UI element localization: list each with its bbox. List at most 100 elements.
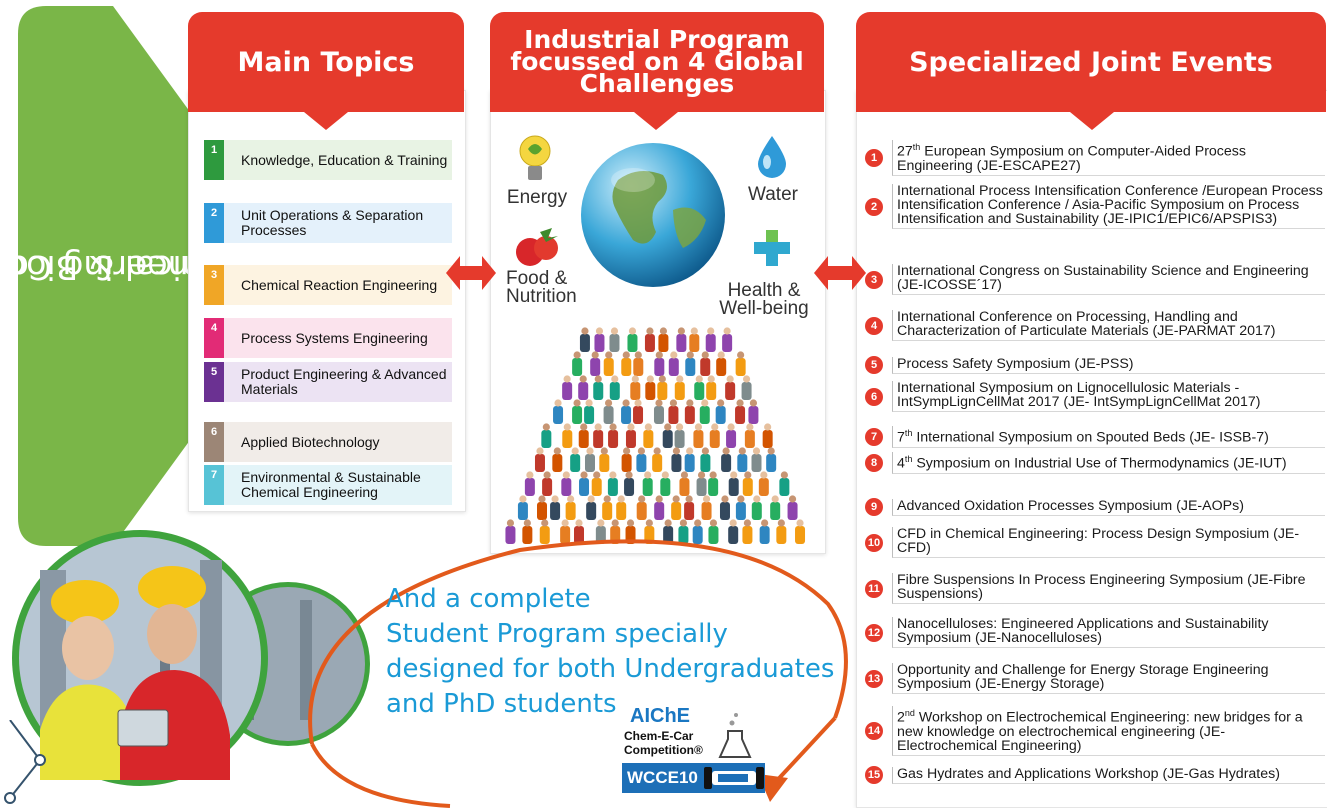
crowd-person xyxy=(735,502,746,520)
crowd-head xyxy=(637,447,645,455)
crowd-head xyxy=(664,423,672,431)
event-text: 4th Symposium on Industrial Use of Therm… xyxy=(892,452,1325,474)
crowd-person xyxy=(616,502,627,520)
topic-label: Applied Biotechnology xyxy=(224,422,452,462)
crowd-head xyxy=(646,375,654,383)
crowd-person xyxy=(633,358,644,376)
crowd-person xyxy=(735,358,746,376)
crowd-head xyxy=(594,423,602,431)
health-cross-icon xyxy=(754,230,790,266)
crowd-person xyxy=(572,406,583,424)
crowd-person xyxy=(668,406,679,424)
crowd-head xyxy=(562,471,570,479)
crowd-head xyxy=(685,495,693,503)
crowd-person xyxy=(584,406,595,424)
crowd-head xyxy=(622,351,630,359)
crowd-head xyxy=(761,519,769,527)
crowd-person xyxy=(728,526,739,544)
crowd-head xyxy=(585,399,593,407)
crowd-person xyxy=(621,454,632,472)
crowd-person xyxy=(737,454,748,472)
crowd-head xyxy=(743,519,752,527)
event-title: Opportunity and Challenge for Energy Sto… xyxy=(897,662,1269,692)
crowd-person xyxy=(719,502,730,520)
crowd-head xyxy=(595,327,604,335)
student-line1: And a complete xyxy=(386,584,591,614)
crowd-person xyxy=(594,334,605,352)
event-number-badge: 4 xyxy=(865,316,883,335)
crowd-head xyxy=(567,495,575,503)
crowd-person xyxy=(706,382,717,400)
topic-number: 4 xyxy=(204,318,224,358)
student-program-text: And a complete Student Program specially… xyxy=(386,582,856,722)
crowd-head xyxy=(695,375,703,383)
crowd-person xyxy=(668,358,679,376)
crowd-person xyxy=(644,334,655,352)
crowd-head xyxy=(760,471,768,479)
crowd-person xyxy=(684,502,695,520)
crowd-person xyxy=(744,430,755,448)
event-text: 27th European Symposium on Computer-Aide… xyxy=(892,140,1325,176)
crowd-person xyxy=(595,526,606,544)
crowd-person xyxy=(766,454,777,472)
topic-label: Environmental & Sustainable Chemical Eng… xyxy=(224,465,452,505)
crowd-head xyxy=(605,351,613,359)
event-number-badge: 13 xyxy=(865,669,883,688)
aiche-chem-e-car-logo: AIChE Chem-E-Car Competition® WCCE10 xyxy=(622,705,767,797)
crowd-person xyxy=(654,502,665,520)
event-text: 7th International Symposium on Spouted B… xyxy=(892,426,1325,448)
crowd-person xyxy=(625,430,636,448)
crowd-person xyxy=(621,406,632,424)
crowd-head xyxy=(523,519,531,527)
crowd-head xyxy=(631,375,639,383)
crowd-person xyxy=(709,430,720,448)
crowd-person xyxy=(692,526,703,544)
crowd-head xyxy=(628,327,637,335)
crowd-head xyxy=(586,447,594,455)
crowd-head xyxy=(611,519,619,527)
crowd-person xyxy=(642,478,653,496)
crowd-person xyxy=(671,502,682,520)
event-title: Process Safety Symposium (JE-PSS) xyxy=(897,355,1134,372)
crowd-head xyxy=(764,423,772,431)
topic-label: Unit Operations & Separation Processes xyxy=(224,203,452,243)
crowd-head xyxy=(669,399,678,407)
crowd-person xyxy=(624,478,635,496)
crowd-head xyxy=(609,423,617,431)
crowd-head xyxy=(541,519,549,527)
events-title: Specialized Joint Events xyxy=(909,46,1273,78)
food-label-line1: Food & xyxy=(506,268,568,289)
event-text: International Conference on Processing, … xyxy=(892,310,1325,341)
topic-label: Product Engineering & Advanced Materials xyxy=(224,362,452,402)
event-ordinal-suffix: th xyxy=(904,428,913,438)
crowd-person xyxy=(660,478,671,496)
crowd-person xyxy=(560,526,571,544)
crowd-person xyxy=(570,454,581,472)
student-curve-arrow xyxy=(308,539,848,808)
crowd-head xyxy=(627,423,635,431)
event-text: 2nd Workshop on Electrochemical Engineer… xyxy=(892,706,1325,756)
crowd-person xyxy=(751,502,762,520)
crowd-head xyxy=(543,471,551,479)
crowd-head xyxy=(677,327,685,335)
crowd-person xyxy=(621,358,632,376)
crowd-head xyxy=(610,327,619,335)
crowd-head xyxy=(749,399,758,407)
crowd-head xyxy=(563,375,571,383)
crowd-person xyxy=(534,454,545,472)
topic-number: 1 xyxy=(204,140,224,180)
crowd-person xyxy=(684,406,695,424)
crowd-head xyxy=(701,351,709,359)
crowd-head xyxy=(655,351,663,359)
event-number-badge: 15 xyxy=(865,766,883,784)
crowd-head xyxy=(571,447,579,455)
crowd-person xyxy=(726,430,737,448)
crowd-person xyxy=(715,406,726,424)
